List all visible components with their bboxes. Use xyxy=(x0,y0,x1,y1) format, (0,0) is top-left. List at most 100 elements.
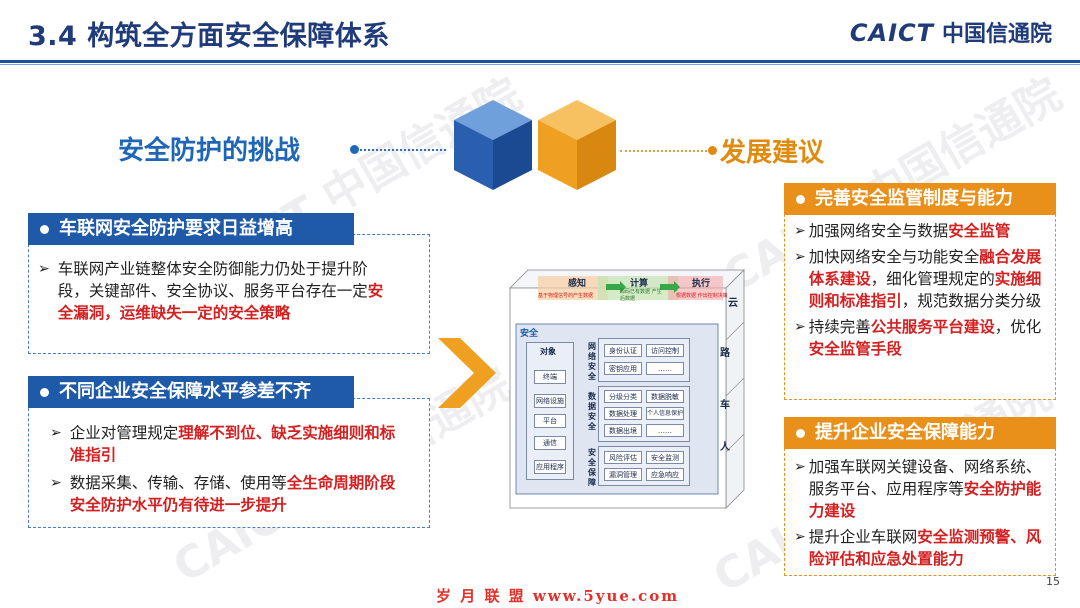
group-item: 个人信息保护 xyxy=(646,407,684,420)
suggestion-title-1: 完善安全监管制度与能力 xyxy=(784,183,1056,215)
suggestion-body-1: ➢ 加强网络安全与数据安全监管 ➢ 加快网络安全与功能安全融合发展体系建设，细化… xyxy=(794,220,1050,360)
object-item: 网络设施 xyxy=(534,394,566,408)
arrow-right-icon xyxy=(438,338,496,408)
object-item: 应用程序 xyxy=(534,460,566,474)
top-label: 执行 xyxy=(692,279,711,289)
group-item: 分级分类 xyxy=(604,390,642,403)
suggestion-panel-2 xyxy=(784,438,1056,576)
group-item: 密钥应用 xyxy=(604,362,642,375)
body-text: ，细化管理规定的 xyxy=(870,270,995,288)
group-item: 数据出境 xyxy=(604,424,642,437)
rich-text: 加强车联网关键设备、网络系统、服务平台、应用程序等安全防护能力建设 xyxy=(809,456,1050,522)
suggestion-title-2: 提升企业安全保障能力 xyxy=(784,417,1056,449)
page-number: 15 xyxy=(1046,575,1060,588)
security-architecture-diagram: 感知 计算 执行 基于物理信号的产生数据 源码已有数据 产生后数据 根据数据 作… xyxy=(508,266,748,512)
group-item: 身份认证 xyxy=(604,344,642,357)
highlight-text: 实施细则和标准指引 xyxy=(808,270,1042,310)
side-label: 人 xyxy=(720,442,730,453)
arrow-bullet-icon: ➢ xyxy=(794,223,806,239)
object-label: 对象 xyxy=(540,347,556,356)
body-text: 数据采集、传输、存储、使用等 xyxy=(69,474,287,492)
caict-logo: CAICT 中国信通院 xyxy=(850,16,1052,48)
header-divider-thin xyxy=(0,64,1080,65)
footer-watermark: 岁 月 联 盟 www.5yue.com xyxy=(436,587,680,605)
arrow-bullet-icon: ➢ xyxy=(794,249,806,265)
bullet-item: ➢ 数据采集、传输、存储、使用等全生命周期阶段安全防护水平仍有待进一步提升 xyxy=(50,472,406,516)
highlight-text: 安全监管手段 xyxy=(808,340,902,358)
side-label: 云 xyxy=(728,298,738,309)
challenge-title-1: 车联网安全防护要求日益增高 xyxy=(28,213,354,245)
group-item: …… xyxy=(646,424,684,437)
bullet-item: ➢ 加快网络安全与功能安全融合发展体系建设，细化管理规定的实施细则和标准指引，规… xyxy=(794,246,1050,312)
group-item: 安全监测 xyxy=(646,451,684,464)
rich-text: 持续完善公共服务平台建设，优化安全监管手段 xyxy=(809,316,1050,360)
highlight-text: 安全防护能力建设 xyxy=(808,480,1042,520)
body-text: 加强网络安全与数据 xyxy=(808,222,949,240)
rich-text: 加快网络安全与功能安全融合发展体系建设，细化管理规定的实施细则和标准指引，规范数… xyxy=(809,246,1050,312)
logo-text-en: CAICT xyxy=(849,19,934,47)
rich-text: 企业对管理规定理解不到位、缺乏实施细则和标准指引 xyxy=(70,422,406,466)
highlight-text: 安全漏洞，运维缺失一定的安全策略 xyxy=(57,282,384,322)
bullet-item: ➢ 提升企业车联网安全监测预警、风险评估和应急处置能力 xyxy=(794,526,1050,570)
bullet-item: ➢ 车联网产业链整体安全防御能力仍处于提升阶段，关键部件、安全协议、服务平台存在… xyxy=(38,258,394,324)
top-sublabel: 根据数据 作出控制决策 xyxy=(676,293,728,299)
challenge-title-2: 不同企业安全保障水平参差不齐 xyxy=(28,376,354,408)
header-divider xyxy=(0,60,1080,63)
connector-line xyxy=(620,150,715,152)
side-label: 车 xyxy=(720,400,730,411)
top-sublabel: 源码已有数据 产生后数据 xyxy=(620,289,662,302)
bullet-item: ➢ 加强车联网关键设备、网络系统、服务平台、应用程序等安全防护能力建设 xyxy=(794,456,1050,522)
section-title: 提升企业安全保障能力 xyxy=(815,422,995,443)
rich-text: 加强网络安全与数据安全监管 xyxy=(809,220,1011,242)
highlight-text: 融合发展体系建设 xyxy=(808,248,1042,288)
object-item: 终端 xyxy=(534,370,566,384)
section-title: 完善安全监管制度与能力 xyxy=(815,188,1013,209)
rich-text: 车联网产业链整体安全防御能力仍处于提升阶段，关键部件、安全协议、服务平台存在一定… xyxy=(58,258,394,324)
body-text: 加强车联网关键设备、网络系统、服务平台、应用程序等 xyxy=(808,458,1042,498)
object-item: 通信 xyxy=(534,436,566,450)
body-text: 加快网络安全与功能安全 xyxy=(808,248,980,266)
top-sublabel: 基于物理信号的产生数据 xyxy=(538,293,594,299)
highlight-text: 理解不到位、缺乏实施细则和标准指引 xyxy=(69,424,396,464)
arrow-bullet-icon: ➢ xyxy=(794,319,806,335)
bullet-item: ➢ 加强网络安全与数据安全监管 xyxy=(794,220,1050,242)
group-item: 应急响应 xyxy=(646,468,684,481)
side-label: 路 xyxy=(720,348,730,359)
highlight-text: 全生命周期阶段安全防护水平仍有待进一步提升 xyxy=(69,474,396,514)
group-label: 安全保障 xyxy=(588,448,596,487)
section-title: 车联网安全防护要求日益增高 xyxy=(59,218,293,239)
logo-text-cn: 中国信通院 xyxy=(941,22,1052,47)
bullet-item: ➢ 持续完善公共服务平台建设，优化安全监管手段 xyxy=(794,316,1050,360)
connector-dot xyxy=(350,145,359,154)
group-label: 数据安全 xyxy=(588,392,596,431)
body-text: 提升企业车联网 xyxy=(808,528,918,546)
challenge-panel-2 xyxy=(28,398,430,528)
orange-cube-icon xyxy=(538,100,616,190)
rich-text: 提升企业车联网安全监测预警、风险评估和应急处置能力 xyxy=(809,526,1050,570)
arrow-bullet-icon: ➢ xyxy=(50,425,62,441)
rich-text: 数据采集、传输、存储、使用等全生命周期阶段安全防护水平仍有待进一步提升 xyxy=(70,472,406,516)
page-title: 3.4 构筑全方面安全保障体系 xyxy=(28,21,390,52)
connector-dot xyxy=(708,146,717,155)
group-item: 数据处理 xyxy=(604,407,642,420)
suggestion-panel-1 xyxy=(784,204,1056,400)
highlight-text: 安全监测预警、风险评估和应急处置能力 xyxy=(808,528,1042,568)
bullet-dot-icon xyxy=(796,428,805,438)
arrow-bullet-icon: ➢ xyxy=(794,529,806,545)
highlight-text: 安全监管 xyxy=(948,222,1011,240)
bullet-dot-icon xyxy=(796,194,805,204)
body-text: ，优化 xyxy=(994,318,1042,336)
group-item: 访问控制 xyxy=(646,344,684,357)
bullet-dot-icon xyxy=(40,224,49,234)
section-title: 不同企业安全保障水平参差不齐 xyxy=(59,381,311,402)
body-text: 企业对管理规定 xyxy=(69,424,179,442)
group-item: …… xyxy=(646,362,684,375)
challenge-body-1: ➢ 车联网产业链整体安全防御能力仍处于提升阶段，关键部件、安全协议、服务平台存在… xyxy=(38,258,394,324)
top-label: 感知 xyxy=(568,279,587,289)
bullet-item: ➢ 企业对管理规定理解不到位、缺乏实施细则和标准指引 xyxy=(50,422,406,466)
group-label: 网络安全 xyxy=(588,342,596,381)
object-column xyxy=(526,342,574,480)
body-text: ，规范数据分类分级 xyxy=(901,292,1042,310)
challenge-body-2: ➢ 企业对管理规定理解不到位、缺乏实施细则和标准指引 ➢ 数据采集、传输、存储、… xyxy=(50,422,406,516)
suggestion-body-2: ➢ 加强车联网关键设备、网络系统、服务平台、应用程序等安全防护能力建设 ➢ 提升… xyxy=(794,456,1050,570)
